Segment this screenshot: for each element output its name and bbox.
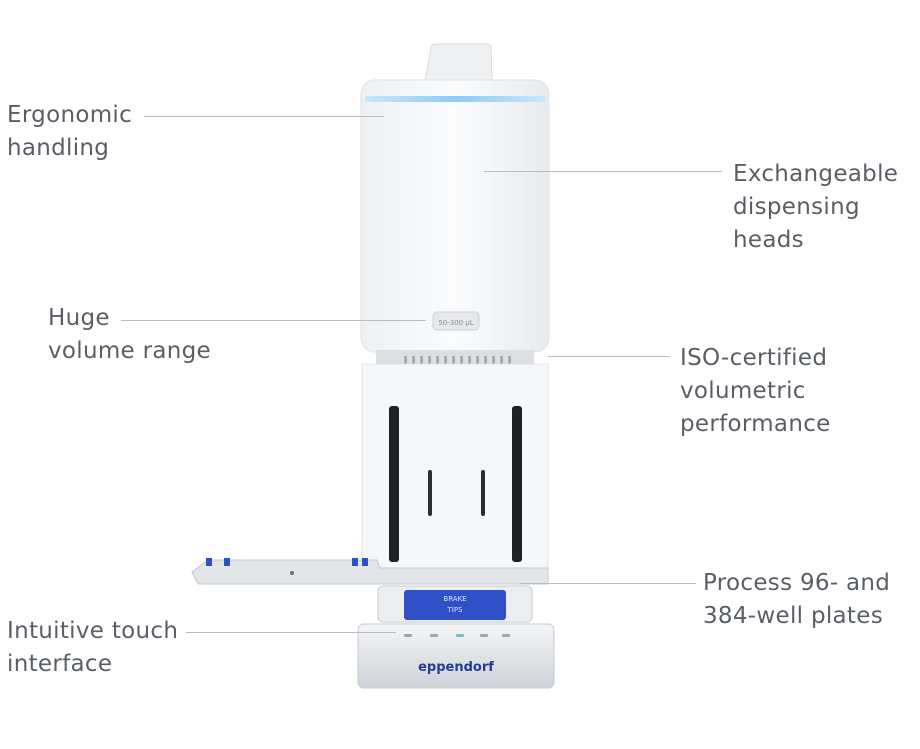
volume-badge [432, 311, 480, 331]
rail-left [389, 406, 399, 562]
callout-exchangeable-line2: dispensing [733, 194, 860, 220]
volume-badge-text: 50-300 µL [438, 319, 473, 327]
callout-ergonomic-line2: handling [7, 135, 110, 161]
callout-exchangeable: Exchangeable dispensing heads [733, 158, 898, 257]
callout-iso-line3: performance [680, 411, 831, 437]
tip-box-label-bottom: TIPS [446, 606, 463, 614]
upper-body [360, 79, 550, 353]
callout-plates: Process 96- and 384-well plates [703, 567, 890, 633]
callout-volume-line1: Huge [48, 305, 110, 331]
callout-touch-line2: interface [7, 651, 113, 677]
callout-line-exchangeable [484, 171, 722, 172]
callout-ergonomic-line1: Ergonomic [7, 102, 133, 128]
callout-volume-line2: volume range [48, 338, 211, 364]
callout-iso-line2: volumetric [680, 378, 806, 404]
callout-line-touch [186, 632, 396, 633]
status-light [365, 96, 546, 102]
callout-iso: ISO-certified volumetric performance [680, 342, 831, 441]
handle [424, 43, 493, 81]
slot-right [481, 470, 485, 516]
callout-iso-line1: ISO-certified [680, 345, 828, 371]
base [357, 623, 555, 689]
callout-exchangeable-line1: Exchangeable [733, 161, 899, 187]
plate-tray [191, 559, 549, 585]
callout-plates-line2: 384-well plates [703, 603, 883, 629]
rail-right [512, 406, 522, 562]
callout-line-plates [520, 583, 696, 584]
tip-row [404, 356, 511, 366]
callout-plates-line1: Process 96- and [703, 570, 891, 596]
tip-box [404, 590, 506, 620]
callout-exchangeable-line3: heads [733, 227, 804, 253]
callout-volume: Huge volume range [48, 302, 211, 368]
callout-line-volume [121, 320, 426, 321]
tip-box-label-top: BRAKE [443, 595, 466, 603]
brand-logo: eppendorf [418, 660, 494, 675]
callout-touch: Intuitive touch interface [7, 615, 178, 681]
slot-left [428, 470, 432, 516]
callout-line-iso [548, 356, 670, 357]
callout-line-ergonomic [144, 116, 384, 117]
callout-touch-line1: Intuitive touch [7, 618, 179, 644]
callout-ergonomic: Ergonomic handling [7, 99, 132, 165]
touch-panel-icons [404, 634, 510, 637]
